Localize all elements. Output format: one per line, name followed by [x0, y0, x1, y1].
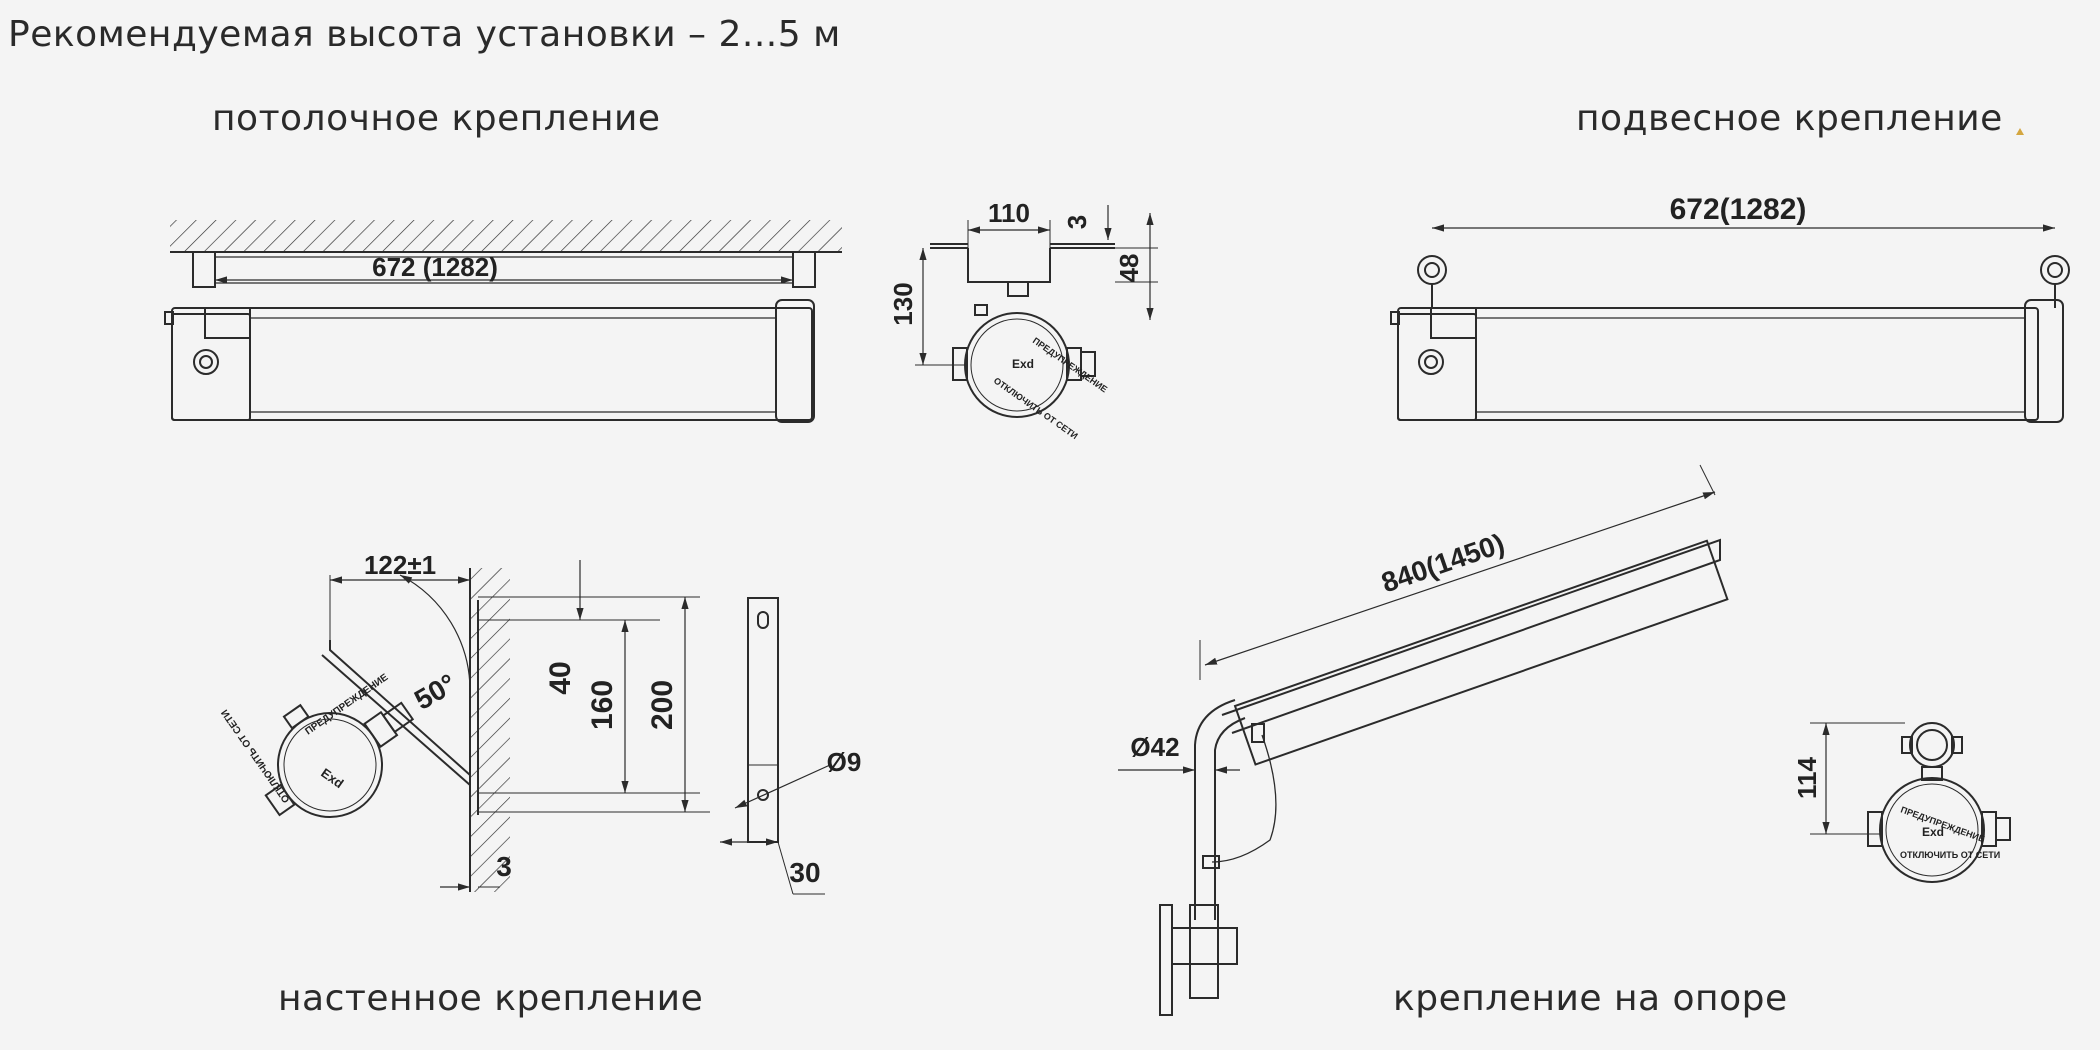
caption-wall-mount: настенное крепление: [278, 978, 704, 1019]
caption-hanging-mount: подвесное крепление: [1576, 98, 2003, 139]
hanging-eye-right: [2040, 255, 2070, 285]
pole-base-plate: [1159, 904, 1173, 1016]
svg-text:Exd: Exd: [1922, 825, 1944, 839]
dim-end-height: 130: [888, 282, 918, 325]
caption-pole-mount: крепление на опоре: [1393, 978, 1788, 1019]
dim-pole-length: 840(1450): [1378, 528, 1509, 599]
dim-wall-h3: 200: [646, 680, 679, 730]
dim-wall-h1: 40: [544, 661, 577, 694]
caption-ceiling-mount: потолочное крепление: [212, 98, 661, 139]
bracket-side-view: [915, 205, 1158, 418]
dim-wall-thickness: 3: [496, 851, 512, 882]
hanging-luminaire-body: [1397, 307, 2039, 421]
dim-wall-angle: 50°: [409, 668, 461, 716]
dim-pole-end-height: 114: [1792, 756, 1822, 798]
pole-arm-outer: [1194, 699, 1236, 920]
ceiling-bracket-right: [792, 251, 816, 288]
dim-strip-width: 30: [789, 857, 820, 888]
svg-text:Exd: Exd: [1012, 357, 1034, 371]
dim-wall-offset: 122±1: [364, 550, 436, 580]
wall-mount-drawing: [256, 560, 831, 895]
gland-icon: [193, 349, 219, 375]
dim-ceiling-length: 672 (1282): [372, 252, 498, 282]
dim-bracket-width: 110: [988, 198, 1030, 228]
pole-mount-drawing: [1118, 464, 1729, 1016]
accent-mark: [2016, 128, 2024, 135]
bracket-profile: [967, 248, 1051, 283]
svg-text:ОТКЛЮЧИТЬ ОТ СЕТИ: ОТКЛЮЧИТЬ ОТ СЕТИ: [1900, 850, 2000, 860]
page-title: Рекомендуемая высота установки – 2...5 м: [8, 14, 841, 55]
dim-pole-diameter: Ø42: [1130, 732, 1179, 762]
pole-luminaire-body: [1221, 538, 1721, 734]
dim-bracket-height: 48: [1114, 254, 1144, 283]
ceiling-mount-drawing: [164, 220, 842, 423]
dim-hole-diameter: Ø9: [827, 747, 862, 777]
hanging-mount-drawing: [1390, 224, 2070, 423]
pole-end-view: [1810, 722, 2011, 883]
wall-strip-front: [747, 597, 779, 843]
pole-cable: [1211, 734, 1277, 863]
ceiling-hatch: [170, 220, 842, 252]
wall-hatch: [470, 568, 510, 892]
pole-luminaire-tube: [1233, 539, 1729, 766]
dim-hanging-length: 672(1282): [1670, 193, 1807, 226]
hanging-eye-left: [1417, 255, 1447, 285]
ceiling-bracket-left: [192, 251, 216, 288]
dim-wall-h2: 160: [586, 680, 619, 730]
dim-bracket-thickness: 3: [1062, 215, 1092, 229]
ceiling-luminaire-body: [171, 307, 813, 421]
